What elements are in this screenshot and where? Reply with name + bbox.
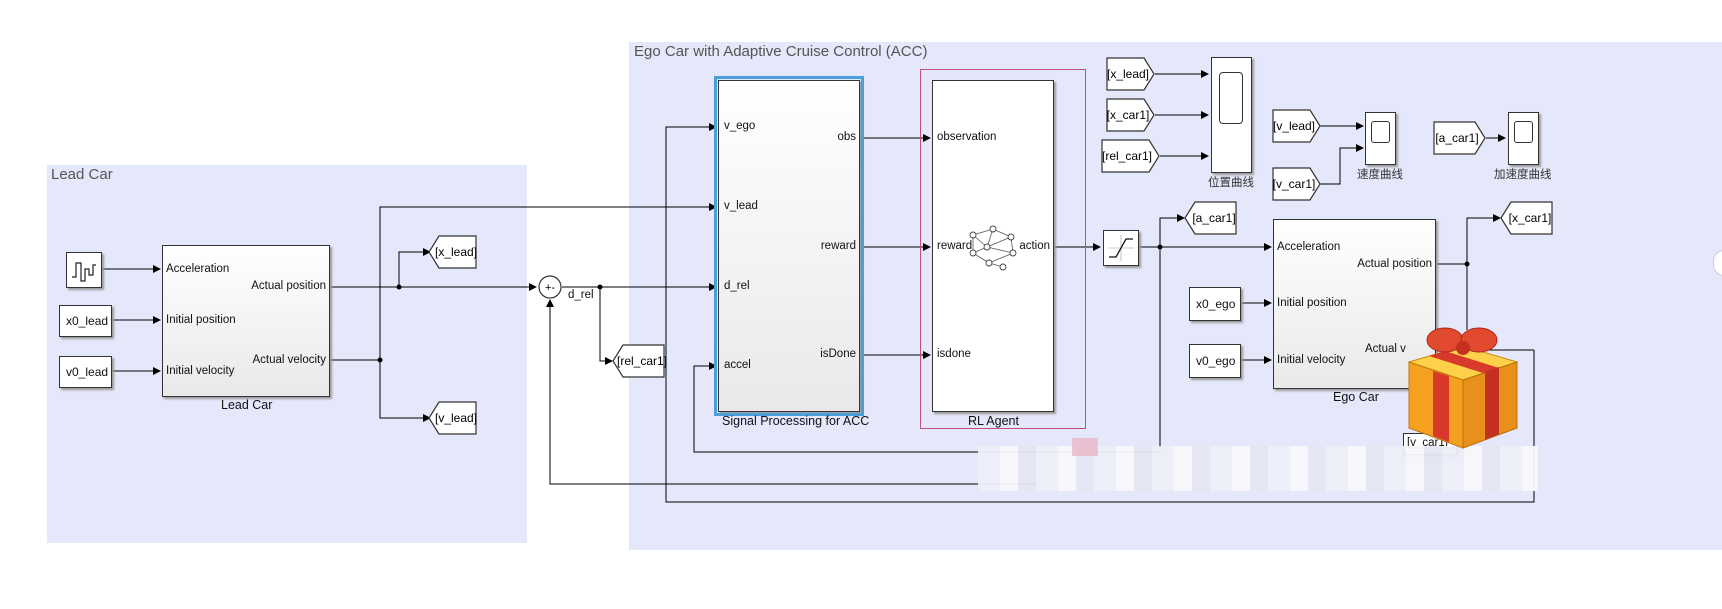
acceleration-scope-label: 加速度曲线	[1494, 167, 1552, 181]
ego-in-acceleration: Acceleration	[1277, 241, 1341, 253]
position-scope-label: 位置曲线	[1208, 175, 1254, 189]
goto-x-car1-text: [x_car1]	[1509, 211, 1552, 225]
x0-ego-constant[interactable]: x0_ego	[1189, 287, 1241, 321]
d-rel-signal-label: d_rel	[568, 289, 594, 301]
x0-lead-constant[interactable]: x0_lead	[59, 305, 112, 337]
from-v-car1-text: [v_car1]	[1273, 177, 1316, 191]
lead-car-block[interactable]: Acceleration Initial position Initial ve…	[162, 245, 330, 397]
goto-v-lead-text: [v_lead]	[435, 411, 477, 425]
rl-out-action: action	[1019, 240, 1050, 252]
from-x-lead-text: [x_lead]	[1107, 67, 1149, 81]
sp-out-obs: obs	[837, 131, 856, 143]
ego-in-initial-velocity: Initial velocity	[1277, 354, 1346, 366]
goto-rel-car1[interactable]: [rel_car1]	[612, 344, 666, 378]
scope-icon	[1219, 72, 1243, 124]
sp-out-reward: reward	[820, 240, 856, 252]
goto-x-lead[interactable]: [x_lead]	[428, 235, 478, 269]
rl-in-reward: reward	[937, 240, 973, 252]
sum-signs: +-	[545, 282, 555, 294]
ego-car-block-name: Ego Car	[1333, 390, 1379, 404]
lead-out-actual-position: Actual position	[251, 280, 326, 292]
scope-icon	[1371, 121, 1390, 143]
v0-ego-constant[interactable]: v0_ego	[1189, 344, 1241, 378]
lead-in-initial-position: Initial position	[166, 314, 236, 326]
x0-lead-label: x0_lead	[66, 314, 109, 328]
x0-ego-label: x0_ego	[1196, 297, 1236, 311]
rl-agent-frame	[920, 69, 1086, 429]
from-v-lead-text: [v_lead]	[1273, 119, 1315, 133]
velocity-scope[interactable]	[1365, 112, 1396, 165]
from-x-car1-text: [x_car1]	[1107, 108, 1150, 122]
v0-lead-constant[interactable]: v0_lead	[59, 356, 112, 388]
position-scope[interactable]	[1211, 57, 1252, 173]
lead-car-area-title: Lead Car	[51, 166, 113, 183]
from-a-car1[interactable]: [a_car1]	[1433, 121, 1487, 155]
signal-builder-block[interactable]	[66, 252, 102, 288]
ego-out-actual-velocity: Actual v	[1365, 343, 1406, 355]
goto-a-car1-text: [a_car1]	[1192, 211, 1235, 225]
rl-in-observation: observation	[937, 131, 997, 143]
from-v-car1[interactable]: [v_car1]	[1272, 167, 1322, 201]
goto-v-lead[interactable]: [v_lead]	[428, 401, 478, 435]
rl-agent-block[interactable]: observation reward isdone action	[932, 80, 1054, 412]
signal-builder-icon	[72, 262, 96, 282]
v0-lead-label: v0_lead	[66, 365, 109, 379]
acceleration-scope[interactable]	[1508, 112, 1539, 165]
saturation-icon	[1108, 235, 1134, 261]
rl-in-isdone: isdone	[937, 348, 971, 360]
from-v-lead[interactable]: [v_lead]	[1272, 109, 1322, 143]
v0-ego-label: v0_ego	[1196, 354, 1236, 368]
lead-out-actual-velocity: Actual velocity	[252, 354, 326, 366]
gift-box-icon	[1407, 327, 1519, 449]
sp-in-v-ego: v_ego	[724, 120, 756, 132]
sp-in-v-lead: v_lead	[724, 200, 758, 212]
sp-in-d-rel: d_rel	[724, 280, 750, 292]
goto-x-lead-text: [x_lead]	[435, 245, 477, 259]
ego-car-area-title: Ego Car with Adaptive Cruise Control (AC…	[634, 43, 928, 60]
ego-out-actual-position: Actual position	[1357, 258, 1432, 270]
sum-block[interactable]: +-	[537, 274, 563, 300]
sp-in-accel: accel	[724, 359, 751, 371]
blurred-watermark	[978, 446, 1538, 491]
ego-car-block[interactable]: Acceleration Initial position Initial ve…	[1273, 219, 1436, 389]
lead-in-initial-velocity: Initial velocity	[166, 365, 235, 377]
neural-network-icon	[969, 225, 1017, 271]
goto-a-car1[interactable]: [a_car1]	[1184, 201, 1238, 235]
from-a-car1-text: [a_car1]	[1435, 131, 1478, 145]
scope-icon	[1514, 121, 1533, 143]
lead-in-acceleration: Acceleration	[166, 263, 230, 275]
watermark-pink-mark	[1072, 438, 1098, 456]
from-x-car1[interactable]: [x_car1]	[1106, 98, 1156, 132]
from-rel-car1-text: [rel_car1]	[1102, 149, 1152, 163]
from-x-lead[interactable]: [x_lead]	[1106, 57, 1156, 91]
signal-processing-block[interactable]: v_ego v_lead d_rel accel obs reward isDo…	[714, 76, 864, 416]
ego-in-initial-position: Initial position	[1277, 297, 1347, 309]
sp-out-isdone: isDone	[820, 348, 856, 360]
saturation-block[interactable]	[1103, 230, 1139, 266]
goto-x-car1[interactable]: [x_car1]	[1500, 201, 1554, 235]
goto-rel-car1-text: [rel_car1]	[617, 354, 666, 368]
signal-processing-block-name: Signal Processing for ACC	[722, 414, 870, 428]
lead-car-block-name: Lead Car	[221, 398, 273, 412]
velocity-scope-label: 速度曲线	[1357, 167, 1403, 181]
from-rel-car1[interactable]: [rel_car1]	[1101, 139, 1161, 173]
rl-agent-block-name: RL Agent	[968, 414, 1019, 428]
